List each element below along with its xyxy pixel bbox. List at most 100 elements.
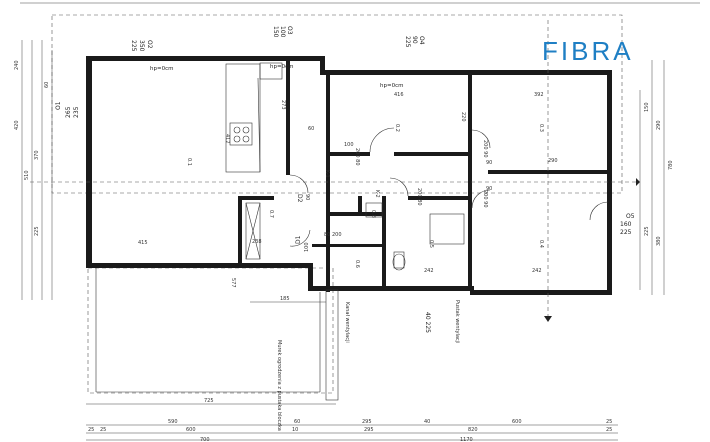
marker-o3-w: 100 [279,26,286,38]
room-0-5: 0.5 [428,240,434,248]
pustak-label: Pustak wentylacji [454,300,460,343]
dim-l-510: 510 [24,170,30,180]
marker-d1-w: 100 [304,242,310,252]
komin-2: K-2 [374,190,380,198]
room-0-7: 0.7 [268,210,274,218]
bottom-dim-text: 590 60 295 40 600 25 25 25 600 10 295 82… [88,419,612,442]
marker-d2: D2 [296,194,303,203]
left-dimensions [21,40,53,300]
dim-b2-25b: 25 [100,427,106,433]
room-0-4: 0.4 [538,240,544,248]
section-marks [30,20,640,322]
interior-walls [238,60,608,292]
left-dim-text: 240 510 420 370 225 60 [14,60,50,236]
marker-o2-h: 225 [130,40,137,52]
dim-725: 725 [204,398,214,404]
dim-l-420: 420 [14,120,20,130]
door-swings [289,127,609,247]
dim-238: 238 [252,239,262,245]
dim-b2-295: 295 [364,427,374,433]
hp-label-living: hp=0cm [150,66,173,72]
dim-b2-820: 820 [468,427,478,433]
door-200-80-b: 200 80 [416,188,422,206]
bottom-dimensions [86,301,618,441]
toilet-icon [393,251,405,269]
dim-r-150: 150 [644,102,650,112]
dim-392: 392 [534,92,544,98]
dim-b1-25: 25 [606,419,612,425]
marker-o2: O2 [146,40,153,49]
room-0-8: 0.8 [370,210,376,218]
dim-90-b: 90 [486,186,492,192]
dim-100: 100 [344,142,354,148]
dim-l-370: 370 [34,150,40,160]
dim-273: 273 [280,100,286,110]
marker-o1-h: 235 [73,106,80,118]
marker-o5-w: 160 [620,221,632,228]
terrace-outline [87,267,334,394]
marker-o3-h: 150 [272,26,279,38]
cooktop-icon [229,122,253,146]
door-200-90-b: 200 90 [482,190,488,208]
marker-o3: O3 [286,26,293,35]
dim-242-a: 242 [424,268,434,274]
sink-icon [259,62,283,80]
dim-b2-10: 10 [292,427,298,433]
fixtures [225,62,465,271]
dim-577: 577 [230,278,236,288]
marker-o4-h: 225 [404,36,411,48]
marker-d1: D1 [295,235,302,244]
room-0-3: 0.3 [538,124,544,132]
dim-l-240: 240 [14,60,20,70]
dim-b2-25c: 25 [606,427,612,433]
dim-90-a: 90 [486,160,492,166]
marker-40-225: 40 225 [424,312,431,333]
dim-185: 185 [280,296,290,302]
dim-l-225: 225 [34,226,40,236]
dim-220: 220 [460,112,466,122]
komin-1: K-1 [324,170,330,178]
bathtub-icon [429,213,465,245]
dim-r-290: 290 [656,120,662,130]
dim-b2-25a: 25 [88,427,94,433]
dim-r-780: 780 [668,160,674,170]
dim-242-b: 242 [532,268,542,274]
door-80-200: 80 200 [324,232,342,238]
dim-60: 60 [308,126,314,132]
door-200-80: 200 80 [354,148,360,166]
murek-label: Murek ogrodzenia z pustaka bloczka [276,340,282,431]
room-0-1: 0.1 [186,158,192,166]
dim-b1-60: 60 [294,419,300,425]
exterior-walls [86,56,612,295]
hp-label-kitchen: hp=0cm [270,64,293,70]
marker-o1: O1 [55,101,62,110]
fibra-logo: FIBRA [542,36,634,66]
dim-b2-600: 600 [186,427,196,433]
marker-o4-w: 90 [411,36,418,44]
dim-r-225: 225 [644,226,650,236]
terrace [95,268,339,401]
room-0-2: 0.2 [394,124,400,132]
dim-415: 415 [138,240,148,246]
dim-l-60: 60 [44,82,50,88]
dim-412: 412 [224,134,230,144]
dim-b1-590: 590 [168,419,178,425]
marker-o1-w: 265 [65,106,72,118]
dim-b1-600: 600 [512,419,522,425]
dim-b1-295: 295 [362,419,372,425]
right-dim-text: 780 290 150 380 225 [644,102,674,246]
kanal-label: Kanał wentylacji [344,302,350,343]
marker-o2-w: 350 [138,40,145,52]
dim-416: 416 [394,92,404,98]
door-200-90-a: 200 90 [482,140,488,158]
marker-o4: O4 [418,36,425,45]
marker-o5-h: 225 [620,229,632,236]
marker-d2-w: 90 [304,194,310,200]
dim-r-380: 380 [656,236,662,246]
hp-label-room: hp=0cm [380,83,403,89]
dim-b1-40: 40 [424,419,430,425]
room-0-6: 0.6 [354,260,360,268]
dim-290: 290 [548,158,558,164]
marker-o5: O5 [626,213,635,220]
